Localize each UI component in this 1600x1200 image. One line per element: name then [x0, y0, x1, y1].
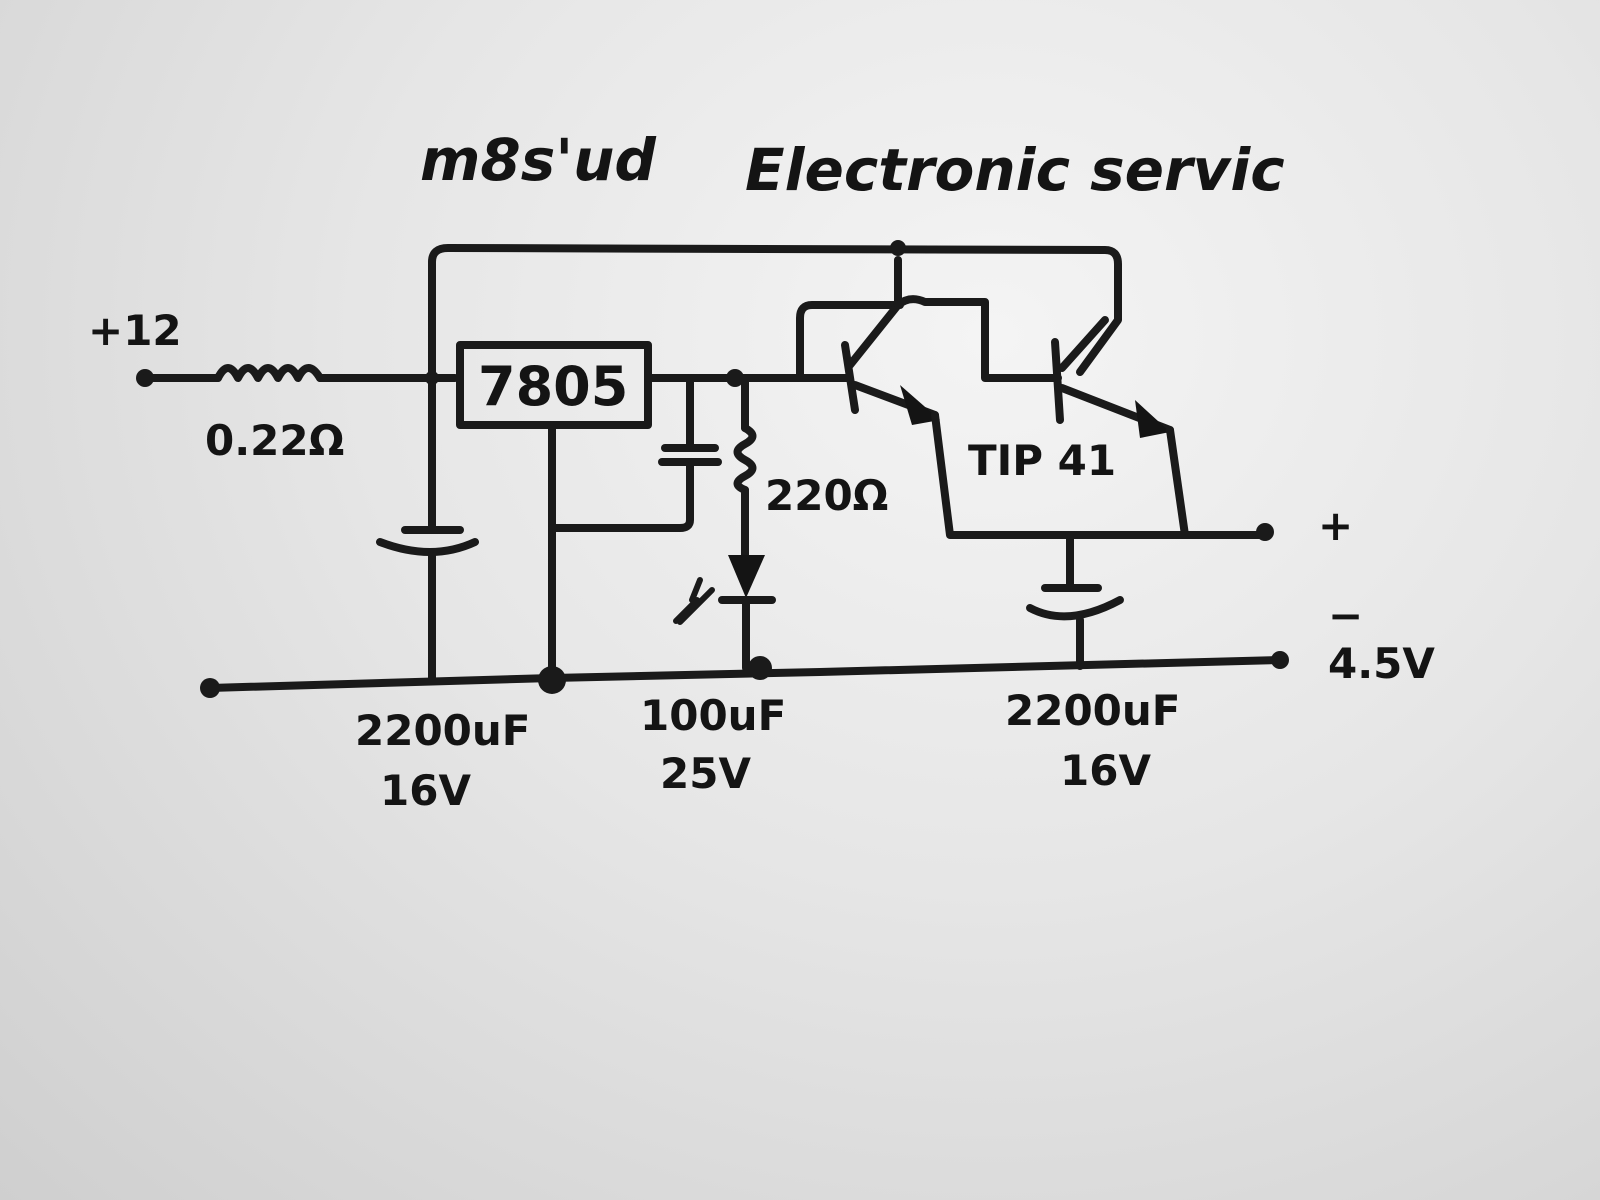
junction-reg-out	[726, 369, 744, 387]
cap-out-voltage: 16V	[1060, 746, 1151, 795]
led-icon	[673, 555, 776, 672]
title-author: m8s'ud	[420, 126, 656, 194]
transistor-2	[894, 295, 1174, 438]
cap-mid-voltage: 25V	[660, 749, 751, 798]
output-positive-terminal	[1256, 523, 1274, 541]
transistor-label: TIP 41	[968, 436, 1116, 485]
output-capacitor	[1026, 531, 1124, 670]
input-label: +12	[88, 306, 182, 355]
ground-terminal-left	[200, 678, 220, 698]
input-resistor-label: 0.22Ω	[205, 416, 344, 465]
junction-top	[890, 240, 906, 256]
led-resistor	[733, 374, 757, 559]
input-capacitor	[376, 374, 479, 684]
output-plus-label: +	[1318, 501, 1353, 550]
output-minus-label: −	[1328, 591, 1363, 640]
output-voltage-label: 4.5V	[1328, 639, 1435, 688]
ground-rail	[206, 656, 1284, 692]
cap-in-voltage: 16V	[380, 766, 471, 815]
emitter-2-wire	[1166, 426, 1189, 539]
mid-capacitor	[548, 374, 722, 532]
led-resistor-label: 220Ω	[765, 471, 888, 520]
regulator-label: 7805	[478, 355, 628, 418]
cap-out-value: 2200uF	[1005, 686, 1181, 735]
cap-in-value: 2200uF	[355, 706, 531, 755]
output-positive-wire	[931, 411, 1269, 539]
input-resistor	[141, 364, 436, 382]
output-negative-terminal	[1271, 651, 1289, 669]
cap-mid-value: 100uF	[640, 691, 786, 740]
title-text: Electronic servic	[745, 136, 1285, 204]
transistor-1	[796, 256, 940, 425]
